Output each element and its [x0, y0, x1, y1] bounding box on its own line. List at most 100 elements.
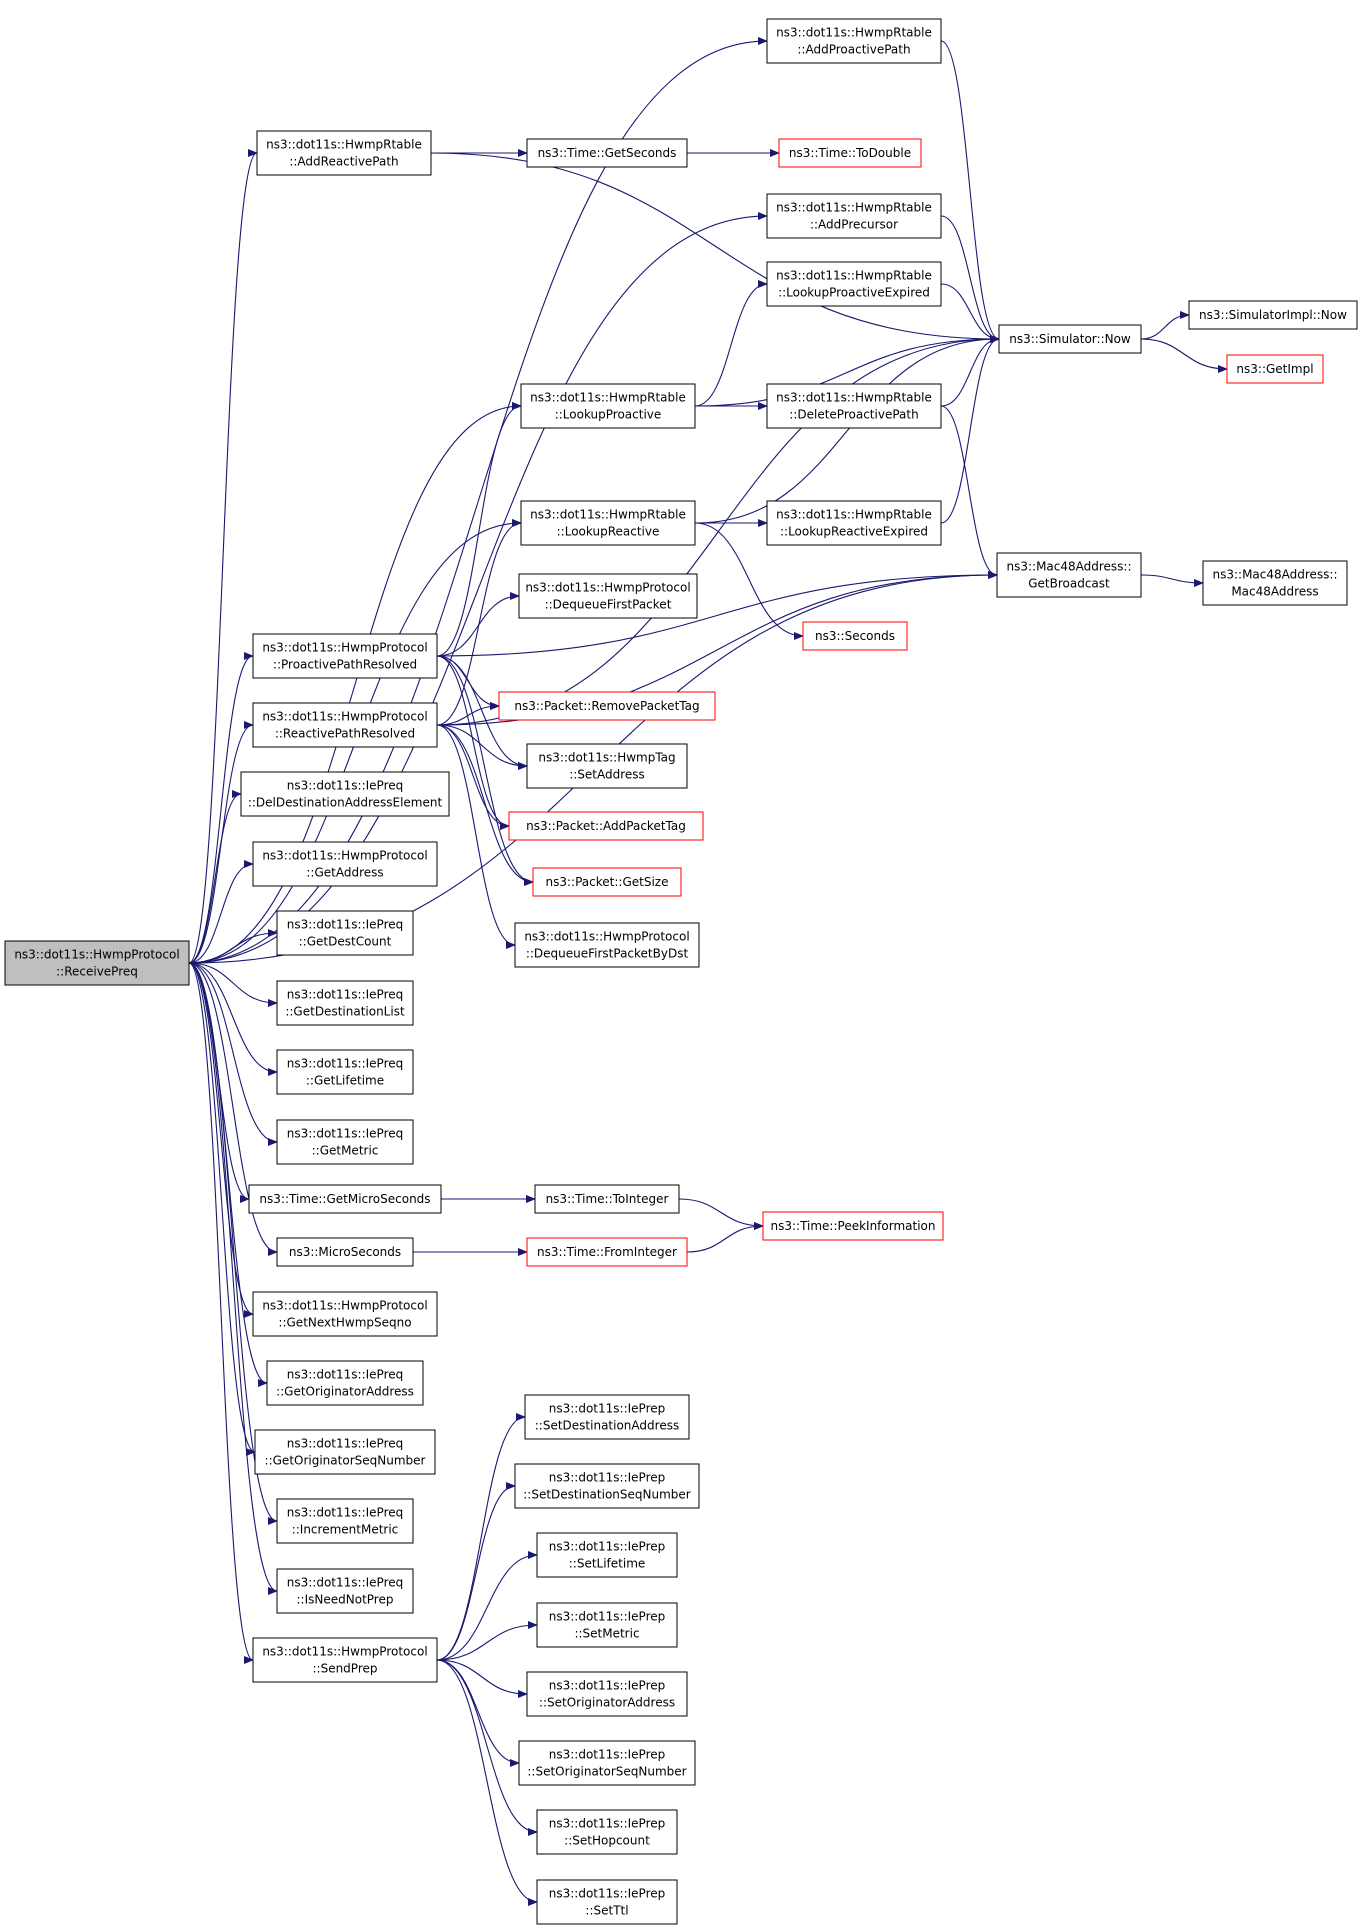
node-label-line: ::AddPrecursor — [810, 218, 898, 232]
edge-root-to-delDestAddrElement — [188, 790, 242, 964]
node-timeToDouble[interactable]: ns3::Time::ToDouble — [778, 138, 922, 168]
node-label-line: ::SetDestinationSeqNumber — [523, 1488, 691, 1502]
node-getDestinationList[interactable]: ns3::dot11s::IePreq::GetDestinationList — [276, 980, 414, 1026]
node-box — [1226, 354, 1324, 384]
edge-reactivePathResolved-to-dequeueFirstPacketByDst — [436, 724, 516, 949]
node-getOriginatorAddress[interactable]: ns3::dot11s::IePreq::GetOriginatorAddres… — [266, 1360, 424, 1406]
node-box — [526, 743, 688, 789]
node-sendPrep[interactable]: ns3::dot11s::HwmpProtocol::SendPrep — [252, 1637, 438, 1683]
node-label-line: ::LookupProactiveExpired — [778, 286, 930, 300]
node-getMetric[interactable]: ns3::dot11s::IePreq::GetMetric — [276, 1119, 414, 1165]
node-box — [524, 1394, 690, 1440]
node-label-line: ::GetMetric — [312, 1144, 379, 1158]
node-box — [526, 1237, 688, 1267]
node-label-line: ::SetLifetime — [569, 1557, 646, 1571]
node-addProactivePath[interactable]: ns3::dot11s::HwmpRtable::AddProactivePat… — [766, 18, 942, 64]
edge-reactivePathResolved-to-hwmpTagSetAddress — [436, 724, 528, 770]
node-lookupProactive[interactable]: ns3::dot11s::HwmpRtable::LookupProactive — [520, 383, 696, 429]
edge-proactivePathResolved-to-packetGetSize — [436, 655, 534, 886]
node-label-line: ns3::dot11s::IePreq — [287, 918, 403, 932]
node-dequeueFirstPacket[interactable]: ns3::dot11s::HwmpProtocol::DequeueFirstP… — [518, 573, 698, 619]
node-delDestAddrElement[interactable]: ns3::dot11s::IePreq::DelDestinationAddre… — [240, 771, 450, 817]
node-setDestinationAddress[interactable]: ns3::dot11s::IePrep::SetDestinationAddre… — [524, 1394, 690, 1440]
node-lookupProactiveExpired[interactable]: ns3::dot11s::HwmpRtable::LookupProactive… — [766, 261, 942, 307]
node-packetGetSize[interactable]: ns3::Packet::GetSize — [532, 867, 682, 897]
edge-lookupProactive-to-lookupProactiveExpired — [694, 280, 768, 407]
node-isNeedNotPrep[interactable]: ns3::dot11s::IePreq::IsNeedNotPrep — [276, 1568, 414, 1614]
node-label-line: ns3::Packet::AddPacketTag — [526, 819, 686, 833]
node-label-line: ::ReceivePreq — [56, 965, 138, 979]
node-setOriginatorSeqNumber[interactable]: ns3::dot11s::IePrep::SetOriginatorSeqNum… — [518, 1740, 696, 1786]
node-label-line: ns3::dot11s::HwmpRtable — [776, 201, 932, 215]
node-label-line: ::GetOriginatorSeqNumber — [265, 1454, 426, 1468]
node-label-line: ::DequeueFirstPacket — [545, 598, 672, 612]
node-dequeueFirstPacketByDst[interactable]: ns3::dot11s::HwmpProtocol::DequeueFirstP… — [514, 922, 700, 968]
edge-root-to-addReactivePath — [188, 149, 258, 964]
node-getImpl[interactable]: ns3::GetImpl — [1226, 354, 1324, 384]
node-setOriginatorAddress[interactable]: ns3::dot11s::IePrep::SetOriginatorAddres… — [526, 1671, 688, 1717]
node-addPrecursor[interactable]: ns3::dot11s::HwmpRtable::AddPrecursor — [766, 193, 942, 239]
node-setHopcount[interactable]: ns3::dot11s::IePrep::SetHopcount — [536, 1809, 678, 1855]
node-box — [248, 1184, 442, 1214]
node-removePacketTag[interactable]: ns3::Packet::RemovePacketTag — [498, 691, 716, 721]
node-box — [276, 910, 414, 956]
node-box — [252, 702, 438, 748]
node-getMicroSeconds[interactable]: ns3::Time::GetMicroSeconds — [248, 1184, 442, 1214]
node-setTtl[interactable]: ns3::dot11s::IePrep::SetTtl — [536, 1879, 678, 1925]
node-microSeconds[interactable]: ns3::MicroSeconds — [276, 1237, 414, 1267]
node-label-line: ns3::Time::ToInteger — [546, 1192, 669, 1206]
node-simulatorNow[interactable]: ns3::Simulator::Now — [998, 324, 1142, 354]
node-hwmpTagSetAddress[interactable]: ns3::dot11s::HwmpTag::SetAddress — [526, 743, 688, 789]
node-label-line: ::SetHopcount — [564, 1834, 650, 1848]
node-timeGetSeconds[interactable]: ns3::Time::GetSeconds — [526, 138, 688, 168]
node-getLifetime[interactable]: ns3::dot11s::IePreq::GetLifetime — [276, 1049, 414, 1095]
node-box — [520, 383, 696, 429]
node-seconds[interactable]: ns3::Seconds — [802, 621, 908, 651]
node-label-line: ns3::Mac48Address:: — [1212, 568, 1337, 582]
edge-addReactivePath-to-simulatorNow — [430, 152, 1000, 343]
edge-sendPrep-to-setMetric — [436, 1621, 538, 1661]
nodes-layer: ns3::dot11s::HwmpProtocol::ReceivePreqns… — [4, 18, 1358, 1925]
node-label-line: ns3::Packet::RemovePacketTag — [514, 699, 699, 713]
node-addReactivePath[interactable]: ns3::dot11s::HwmpRtable::AddReactivePath — [256, 130, 432, 176]
node-getBroadcast[interactable]: ns3::Mac48Address::GetBroadcast — [996, 552, 1142, 598]
node-peekInformation[interactable]: ns3::Time::PeekInformation — [762, 1211, 944, 1241]
node-label-line: ns3::Mac48Address:: — [1006, 560, 1131, 574]
node-getOriginatorSeqNumber[interactable]: ns3::dot11s::IePreq::GetOriginatorSeqNum… — [254, 1429, 436, 1475]
edge-root-to-addProactivePath — [188, 37, 768, 964]
node-getDestCount[interactable]: ns3::dot11s::IePreq::GetDestCount — [276, 910, 414, 956]
node-reactivePathResolved[interactable]: ns3::dot11s::HwmpProtocol::ReactivePathR… — [252, 702, 438, 748]
node-toInteger[interactable]: ns3::Time::ToInteger — [534, 1184, 680, 1214]
edge-root-to-getOriginatorSeqNumber — [188, 962, 256, 1456]
node-label-line: ns3::dot11s::HwmpRtable — [776, 26, 932, 40]
node-lookupReactive[interactable]: ns3::dot11s::HwmpRtable::LookupReactive — [520, 500, 696, 546]
node-root[interactable]: ns3::dot11s::HwmpProtocol::ReceivePreq — [4, 940, 190, 986]
node-label-line: ::SetAddress — [569, 768, 645, 782]
node-incrementMetric[interactable]: ns3::dot11s::IePreq::IncrementMetric — [276, 1498, 414, 1544]
node-box — [276, 980, 414, 1026]
node-label-line: ns3::dot11s::IePrep — [549, 1748, 665, 1762]
node-label-line: ::AddReactivePath — [289, 155, 398, 169]
edge-root-to-proactivePathResolved — [188, 652, 254, 964]
node-addPacketTag[interactable]: ns3::Packet::AddPacketTag — [508, 811, 704, 841]
node-label-line: ns3::dot11s::IePreq — [287, 1506, 403, 1520]
node-getAddress[interactable]: ns3::dot11s::HwmpProtocol::GetAddress — [252, 841, 438, 887]
edge-root-to-getDestCount — [188, 929, 278, 964]
node-label-line: ::SetOriginatorSeqNumber — [527, 1765, 686, 1779]
node-box — [266, 1360, 424, 1406]
node-setLifetime[interactable]: ns3::dot11s::IePrep::SetLifetime — [536, 1532, 678, 1578]
node-label-line: ns3::dot11s::IePreq — [287, 779, 403, 793]
node-setDestinationSeqNumber[interactable]: ns3::dot11s::IePrep::SetDestinationSeqNu… — [514, 1463, 700, 1509]
edge-deleteProactivePath-to-simulatorNow — [940, 335, 1000, 407]
node-deleteProactivePath[interactable]: ns3::dot11s::HwmpRtable::DeleteProactive… — [766, 383, 942, 429]
node-label-line: ns3::dot11s::IePreq — [287, 1437, 403, 1451]
node-fromInteger[interactable]: ns3::Time::FromInteger — [526, 1237, 688, 1267]
node-setMetric[interactable]: ns3::dot11s::IePrep::SetMetric — [536, 1602, 678, 1648]
node-getNextHwmpSeqno[interactable]: ns3::dot11s::HwmpProtocol::GetNextHwmpSe… — [252, 1291, 438, 1337]
node-proactivePathResolved[interactable]: ns3::dot11s::HwmpProtocol::ProactivePath… — [252, 633, 438, 679]
node-mac48Address[interactable]: ns3::Mac48Address::Mac48Address — [1202, 560, 1348, 606]
node-simImplNow[interactable]: ns3::SimulatorImpl::Now — [1188, 300, 1358, 330]
node-label-line: ::LookupProactive — [555, 408, 662, 422]
node-lookupReactiveExpired[interactable]: ns3::dot11s::HwmpRtable::LookupReactiveE… — [766, 500, 942, 546]
edge-toInteger-to-peekInformation — [678, 1198, 764, 1230]
